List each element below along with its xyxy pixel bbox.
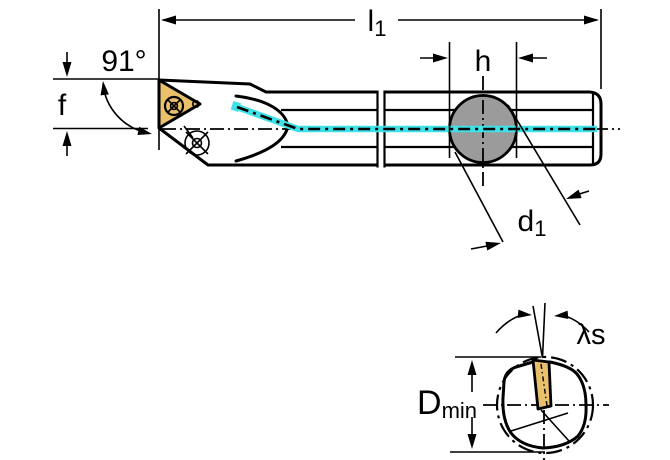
dimension-lambda-s: λs (495, 302, 606, 359)
insert-screw-icon (163, 95, 185, 117)
dimension-angle-91: 91° (100, 45, 152, 135)
dmin-arrow-top (467, 360, 477, 375)
coolant-channel (230, 100, 597, 133)
h-arrow-right (518, 53, 533, 63)
dimension-dmin: Dmin (417, 356, 545, 453)
lambda-tilted-line (532, 305, 544, 359)
f-arrow-bottom (62, 131, 72, 146)
f-arrow-top (62, 62, 72, 77)
lambda-s-label: λs (577, 319, 606, 351)
h-arrow-left (433, 53, 448, 63)
d1-arrow-right (566, 189, 582, 199)
section-insert (531, 358, 553, 411)
d1-tangent-right (507, 104, 581, 226)
insert-corner-circle (192, 100, 201, 109)
lambda-arrow-right (554, 310, 569, 319)
section-insert-axis (540, 363, 548, 407)
section-view: λs Dmin (417, 302, 609, 460)
dmin-label: Dmin (417, 384, 477, 423)
lambda-reference-line (541, 302, 546, 359)
lambda-arrow-left (517, 309, 532, 318)
angle-arrow-top (100, 81, 109, 96)
section-flat-line-a (510, 412, 569, 432)
angle-arc (102, 83, 149, 134)
angle-label: 91° (101, 45, 146, 78)
pocket-line (183, 125, 194, 139)
d1-label: d1 (518, 205, 547, 241)
dimension-f: f (53, 52, 159, 156)
d1-arrow-left (485, 241, 501, 251)
f-label: f (58, 89, 67, 122)
side-view: l1 f 91° h (53, 5, 620, 251)
dmin-arrow-bottom (467, 434, 477, 449)
cutting-insert-group (157, 78, 210, 156)
section-body (501, 360, 588, 450)
l1-label: l1 (368, 5, 387, 41)
h-label: h (475, 45, 492, 78)
d1-arrow-left-shaft (470, 245, 488, 250)
dimension-h: h (420, 42, 547, 158)
l1-arrow-right (584, 15, 599, 25)
angle-arrow-bottom (137, 126, 152, 135)
dimension-d1: d1 (454, 104, 590, 251)
clamp-screw-icon (184, 130, 210, 156)
coolant-line (235, 103, 597, 133)
l1-arrow-left (161, 15, 176, 25)
section-flat-line-b (540, 409, 570, 442)
d1-tangent-left (454, 151, 504, 243)
